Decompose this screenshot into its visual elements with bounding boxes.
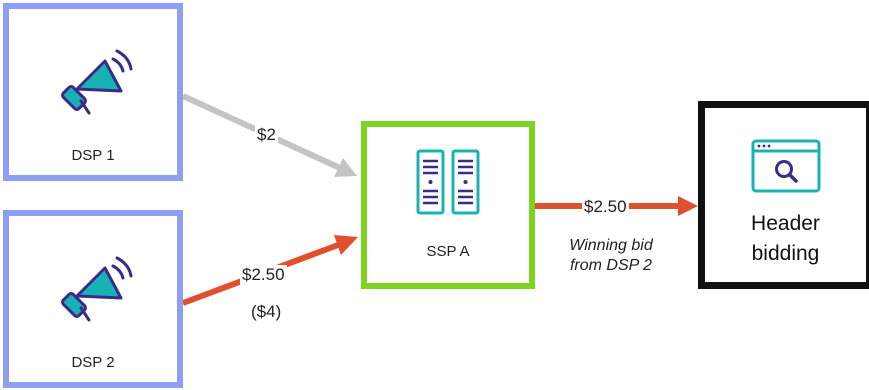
winning-bid-note-line1: Winning bid (569, 237, 653, 254)
header-bidding-label-line1: Header (751, 212, 820, 235)
megaphone-icon (61, 49, 133, 115)
header-bidding-label-line2: bidding (751, 242, 820, 265)
edge-ssp-price-label: $2.50 (582, 197, 629, 217)
megaphone-icon (61, 256, 133, 322)
ssp-node: SSP A (361, 121, 535, 289)
dsp2-label: DSP 2 (71, 354, 115, 371)
browser-search-icon (751, 139, 821, 193)
dsp2-node: DSP 2 (3, 210, 183, 388)
ssp-label: SSP A (426, 243, 470, 260)
dsp1-label: DSP 1 (71, 147, 115, 164)
edge-dsp2-price-label: $2.50 (240, 265, 287, 285)
edge-dsp2-bid-sublabel: ($4) (249, 302, 284, 322)
winning-bid-note-line2: from DSP 2 (569, 257, 653, 274)
header-bidding-node: Header bidding (698, 101, 869, 289)
edge-dsp1-price-label: $2 (255, 125, 278, 145)
dsp1-node: DSP 1 (3, 3, 183, 181)
server-icon (416, 149, 480, 215)
